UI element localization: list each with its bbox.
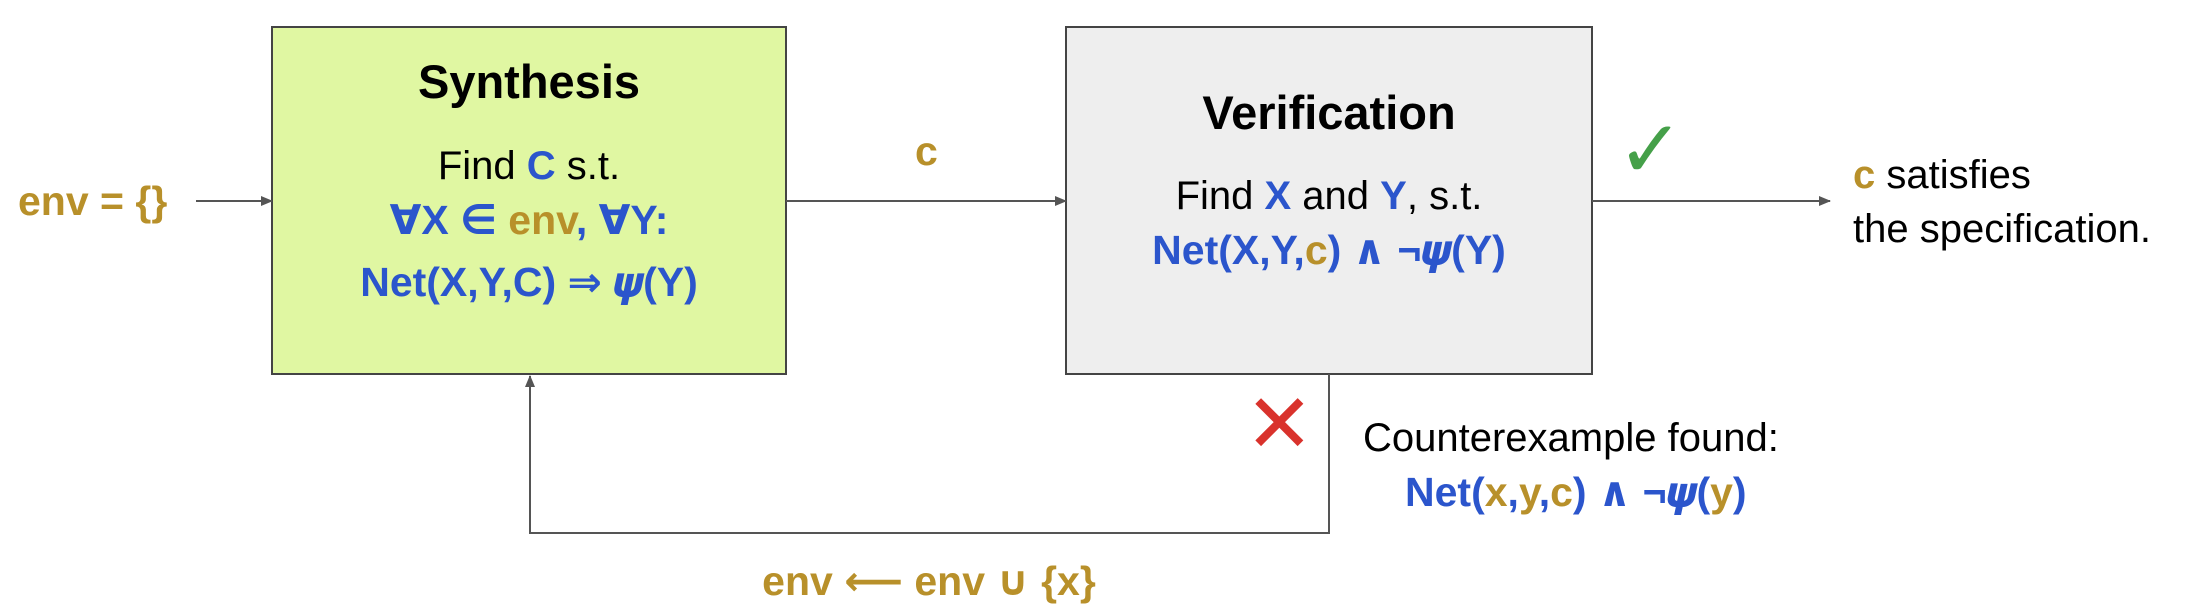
- counterexample-formula: Net(x,y,c) ∧ ¬𝝍(y): [1405, 472, 1747, 513]
- verification-find-y: Y: [1380, 174, 1407, 218]
- verification-formula: Net(X,Y,c) ∧ ¬𝝍(Y): [1152, 230, 1506, 271]
- verification-title: Verification: [1202, 86, 1456, 139]
- verification-find-suffix: , s.t.: [1406, 174, 1483, 218]
- env-update-label: env ⟵ env ∪ {x}: [762, 558, 1096, 604]
- result-line-1: c satisfies: [1853, 155, 2031, 195]
- check-icon: ✓: [1617, 105, 1685, 194]
- verification-find-line: Find X and Y, s.t.: [1176, 176, 1483, 216]
- verification-find-prefix: Find: [1175, 174, 1265, 218]
- verification-find-x: X: [1264, 174, 1292, 218]
- cx-f1: Net(: [1405, 469, 1485, 515]
- arrow-feedback-loop: [525, 374, 1330, 534]
- cx-y2: y: [1710, 469, 1733, 515]
- synthesis-formula: Net(X,Y,C) ⇒ 𝝍(Y): [360, 259, 698, 305]
- cx-comma2: ,: [1538, 469, 1551, 515]
- result-text-1: satisfies: [1875, 153, 2031, 197]
- synthesis-quant-2: , ∀Y:: [575, 197, 669, 243]
- verification-formula-1: Net(X,Y,: [1152, 227, 1305, 273]
- verification-box: [1065, 26, 1593, 375]
- cross-icon: ✕: [1245, 379, 1314, 470]
- synthesis-title: Synthesis: [417, 55, 641, 108]
- cx-f2: ) ∧ ¬𝝍(: [1572, 469, 1711, 515]
- counterexample-label: Counterexample found:: [1363, 416, 1779, 460]
- cx-f3: ): [1732, 469, 1747, 515]
- synthesis-find-line: Find C s.t.: [438, 146, 620, 186]
- synthesis-box: [271, 26, 787, 375]
- verification-find-mid: and: [1291, 174, 1381, 218]
- cx-c: c: [1550, 469, 1573, 515]
- cx-y: y: [1518, 469, 1539, 515]
- synthesis-find-var: C: [526, 144, 556, 188]
- synthesis-quant-env: env: [508, 197, 576, 243]
- cx-x: x: [1484, 469, 1508, 515]
- result-line-2: the specification.: [1853, 207, 2151, 251]
- result-var: c: [1853, 153, 1876, 197]
- synthesis-quantifier-line: ∀X ∈ env, ∀Y:: [390, 200, 669, 241]
- synthesis-find-prefix: Find: [437, 144, 527, 188]
- synthesis-quant-1: ∀X ∈: [389, 197, 509, 243]
- verification-formula-2: ) ∧ ¬𝝍(Y): [1327, 227, 1506, 273]
- synthesis-find-suffix: s.t.: [555, 144, 621, 188]
- cx-comma1: ,: [1507, 469, 1519, 515]
- env-init-label: env = {}: [18, 178, 168, 224]
- verification-formula-c: c: [1304, 227, 1328, 273]
- edge-c-label: c: [915, 128, 938, 174]
